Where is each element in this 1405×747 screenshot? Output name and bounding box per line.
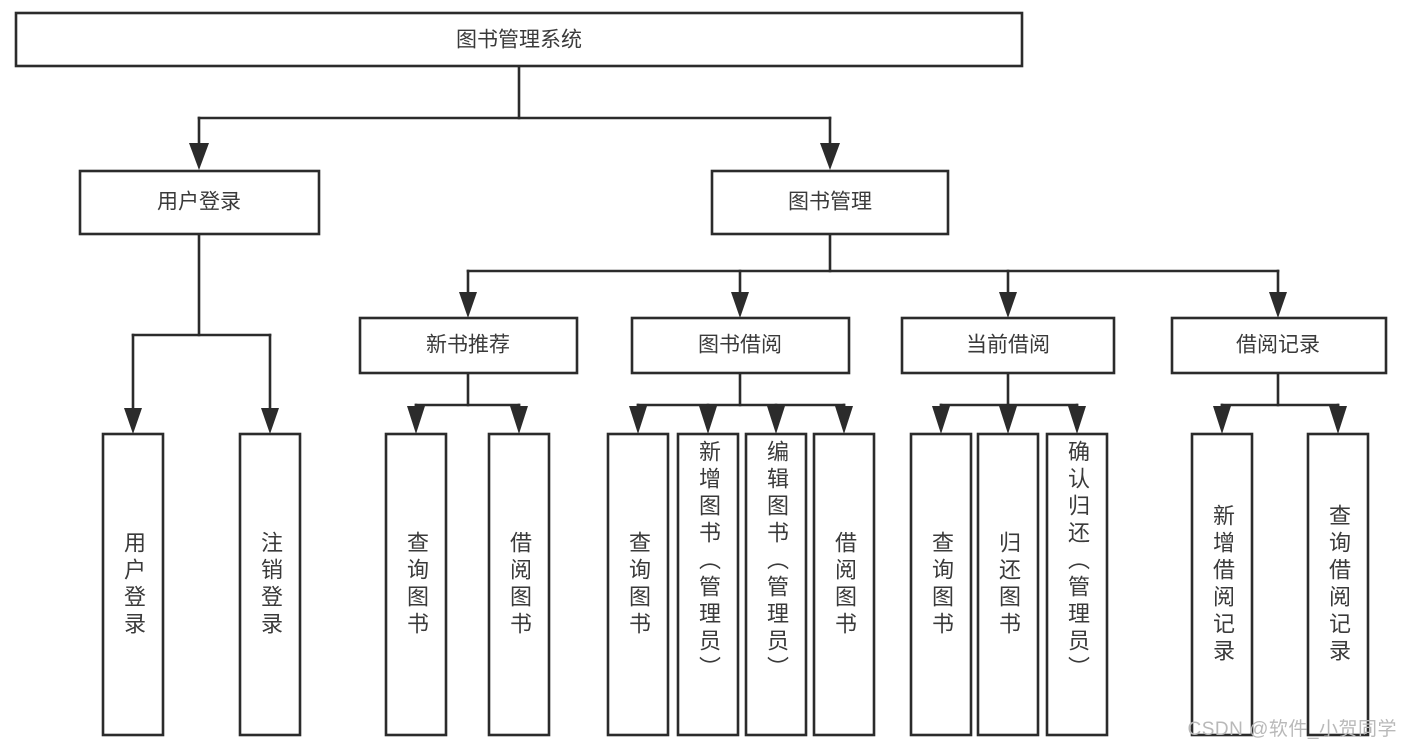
leaf-box-logout[interactable] [238,432,302,737]
node-book-borrow-box[interactable] [630,316,851,375]
arrow-nbr-to-query-book [407,406,425,434]
arrow-cb-to-query-book [932,406,950,434]
arrow-nbr-to-borrow-book [510,406,528,434]
leaf-box-borrow-book-2[interactable] [812,432,876,737]
leaf-box-borrow-book-1[interactable] [487,432,551,737]
node-new-book-recommend-box[interactable] [358,316,579,375]
node-book-management-label: 图书管理 [788,191,872,214]
node-current-borrow[interactable]: 当前借阅 [900,316,1116,375]
connector-group-current-borrow [932,371,1086,434]
leaf-box-query-book-1[interactable] [384,432,448,737]
node-user-login-box[interactable] [78,169,321,236]
node-user-login-label: 用户登录 [157,191,241,214]
arrow-root-to-user-login [189,143,209,170]
arrow-user-login-to-leaf-user-login [124,408,142,434]
arrow-bm-to-borrow-record [1269,292,1287,318]
node-borrow-record-label: 借阅记录 [1236,334,1320,357]
node-book-management-box[interactable] [710,169,950,236]
arrow-root-to-book-management [820,143,840,170]
arrow-bm-to-book-borrow [731,292,749,318]
leaf-box-add-book-admin[interactable] [676,432,740,737]
node-new-book-recommend-label: 新书推荐 [426,334,510,357]
arrow-cb-to-return-book [999,406,1017,434]
node-borrow-record[interactable]: 借阅记录 [1170,316,1388,375]
arrow-bb-to-borrow-book [835,406,853,434]
node-root-title[interactable]: 图书管理系统 [14,11,1024,68]
arrow-user-login-to-leaf-logout [261,408,279,434]
node-book-borrow[interactable]: 图书借阅 [630,316,851,375]
connector-group-book-borrow [629,371,853,434]
node-root-title-label: 图书管理系统 [456,29,582,52]
arrow-bb-to-add-book-admin [699,406,717,434]
arrow-bm-to-current-borrow [999,292,1017,318]
leaf-box-return-book[interactable] [976,432,1040,737]
leaf-box-query-book-2[interactable] [606,432,670,737]
arrow-cb-to-confirm-return-admin [1068,406,1086,434]
leaf-box-edit-book-admin[interactable] [744,432,808,737]
node-current-borrow-label: 当前借阅 [966,334,1050,357]
leaf-box-query-book-3[interactable] [909,432,973,737]
leaf-box-query-borrow-record[interactable] [1306,432,1370,737]
leaf-box-user-login[interactable] [101,432,165,737]
node-current-borrow-box[interactable] [900,316,1116,375]
arrow-br-to-query-borrow-record [1329,406,1347,434]
csdn-watermark: CSDN @软件_小贺同学 [1187,719,1397,740]
node-book-borrow-label: 图书借阅 [698,334,782,357]
arrow-bm-to-new-book-recommend [459,292,477,318]
connector-group-new-book-recommend [407,371,528,434]
node-user-login[interactable]: 用户登录 [78,169,321,236]
leaf-box-confirm-return-admin[interactable] [1045,432,1109,737]
node-new-book-recommend[interactable]: 新书推荐 [358,316,579,375]
connector-group-book-management [459,232,1287,318]
connector-group-user-login [124,232,279,434]
arrow-bb-to-query-book [629,406,647,434]
arrow-br-to-add-borrow-record [1213,406,1231,434]
node-root-title-box[interactable] [14,11,1024,68]
node-book-management[interactable]: 图书管理 [710,169,950,236]
leaf-box-add-borrow-record[interactable] [1190,432,1254,737]
arrow-bb-to-edit-book-admin [767,406,785,434]
node-borrow-record-box[interactable] [1170,316,1388,375]
connector-group-root [189,64,840,170]
connector-group-borrow-record [1213,371,1347,434]
